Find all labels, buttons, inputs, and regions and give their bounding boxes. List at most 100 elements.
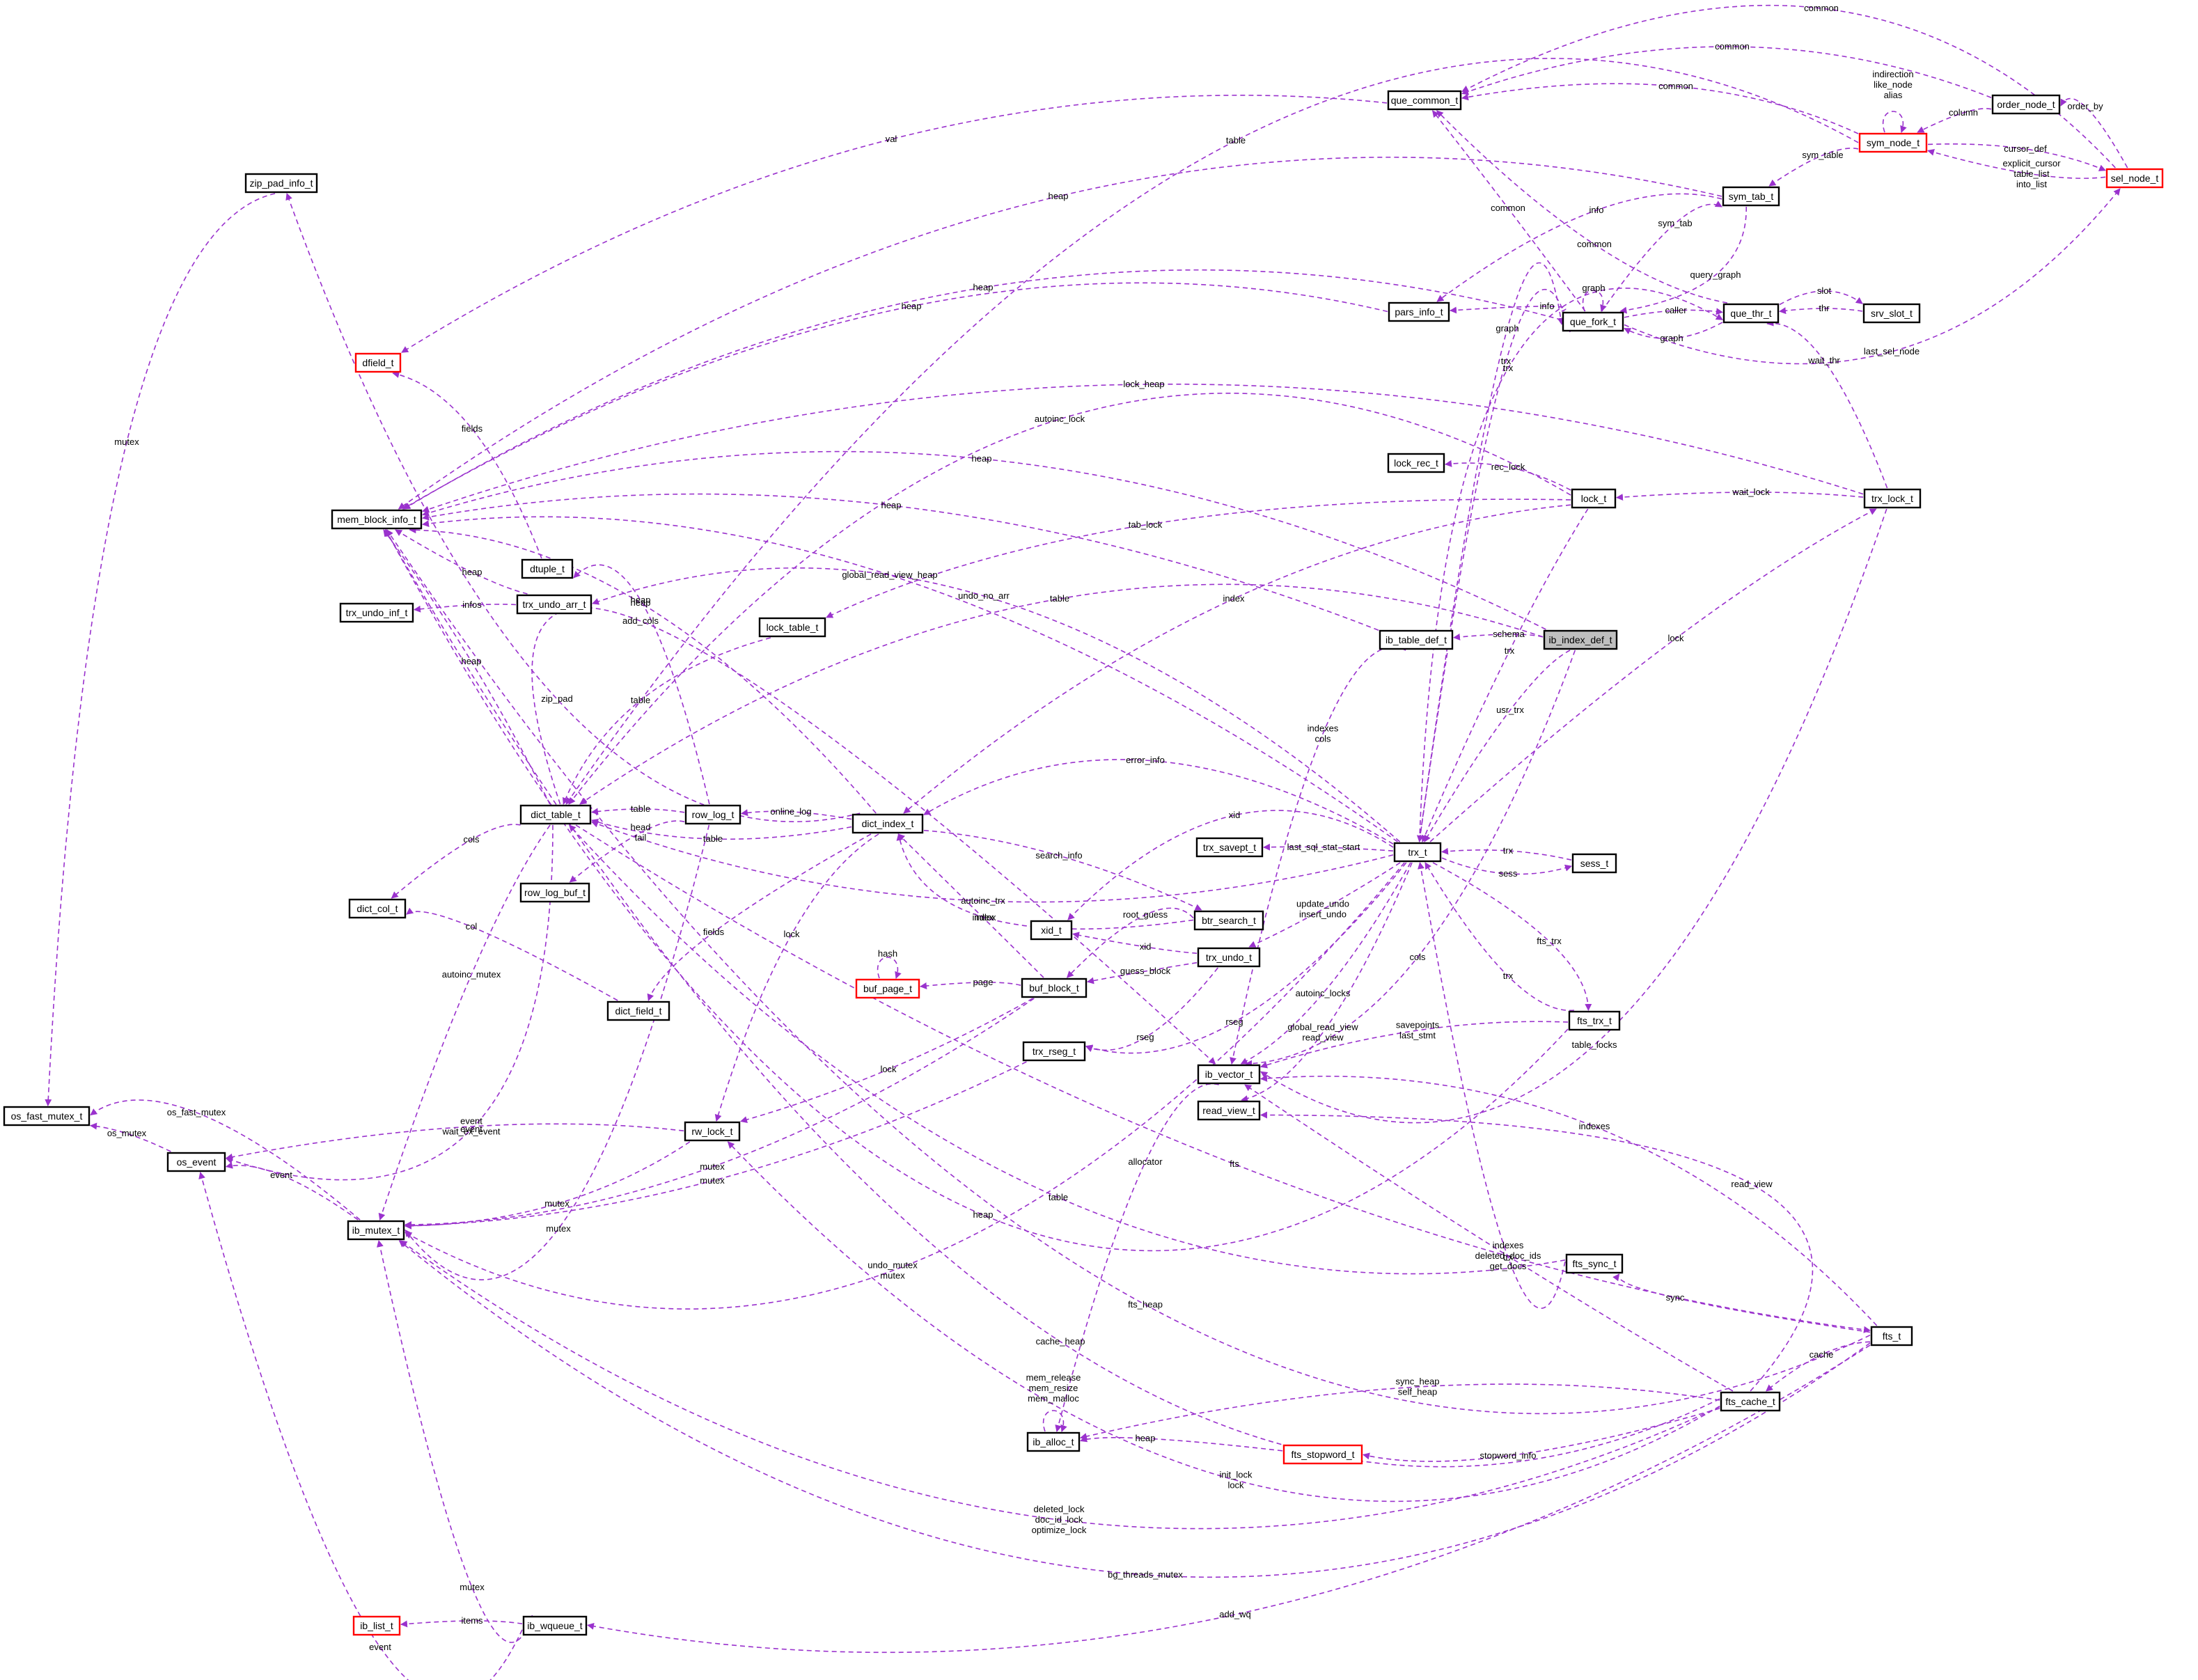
edge-lock-t-to-trx-t bbox=[1421, 508, 1589, 842]
node-que-thr-t[interactable]: que_thr_t bbox=[1722, 303, 1780, 324]
node-box bbox=[339, 602, 414, 623]
node-buf-block-t[interactable]: buf_block_t bbox=[1021, 978, 1088, 998]
edge-label: event bbox=[270, 1170, 292, 1180]
node-pars-info-t[interactable]: pars_info_t bbox=[1388, 301, 1450, 322]
node-label: ib_wqueue_t bbox=[527, 1620, 583, 1631]
node-que-fork-t[interactable]: que_fork_t bbox=[1562, 311, 1624, 332]
node-fts-sync-t[interactable]: fts_sync_t bbox=[1565, 1253, 1624, 1274]
edge-row-log-t-to-row-log-buf-t bbox=[569, 820, 685, 883]
node-label: buf_page_t bbox=[863, 983, 912, 994]
edge-label: sync bbox=[1666, 1292, 1685, 1303]
node-rw-lock-t[interactable]: rw_lock_t bbox=[684, 1121, 741, 1142]
edge-label: mutex bbox=[544, 1198, 570, 1209]
node-ib-mutex-t[interactable]: ib_mutex_t bbox=[347, 1220, 405, 1241]
node-buf-page-t[interactable]: buf_page_t bbox=[855, 978, 920, 999]
node-os-event[interactable]: os_event bbox=[166, 1152, 226, 1172]
node-dict-table-t[interactable]: dict_table_t bbox=[519, 804, 592, 825]
node-ib-index-def-t[interactable]: ib_index_def_t bbox=[1543, 629, 1618, 650]
edge-fts-cache-t-to-ib-alloc-t bbox=[1080, 1383, 1720, 1440]
node-box bbox=[1197, 1064, 1261, 1085]
edge-label: table bbox=[1050, 593, 1069, 604]
node-dfield-t[interactable]: dfield_t bbox=[354, 352, 402, 373]
node-sess-t[interactable]: sess_t bbox=[1571, 853, 1617, 874]
node-que-common-t[interactable]: que_common_t bbox=[1387, 90, 1462, 111]
node-sel-node-t[interactable]: sel_node_t bbox=[2105, 168, 2164, 189]
node-srv-slot-t[interactable]: srv_slot_t bbox=[1862, 303, 1921, 324]
node-dict-col-t[interactable]: dict_col_t bbox=[348, 898, 407, 919]
edge-label: schema bbox=[1493, 629, 1525, 639]
edge-label: like_node bbox=[1874, 79, 1913, 90]
node-fts-trx-t[interactable]: fts_trx_t bbox=[1568, 1010, 1621, 1031]
node-trx-rseg-t[interactable]: trx_rseg_t bbox=[1022, 1041, 1086, 1062]
node-btr-search-t[interactable]: btr_search_t bbox=[1193, 910, 1264, 931]
edge-label: trx bbox=[1503, 845, 1514, 856]
edge-lock-t-to-lock-rec-t bbox=[1445, 460, 1571, 491]
node-ib-vector-t[interactable]: ib_vector_t bbox=[1197, 1064, 1261, 1085]
node-sym-tab-t[interactable]: sym_tab_t bbox=[1722, 186, 1780, 207]
node-xid-t[interactable]: xid_t bbox=[1030, 920, 1073, 941]
edge-label: info bbox=[1589, 205, 1604, 215]
node-fts-t[interactable]: fts_t bbox=[1870, 1326, 1913, 1347]
node-box bbox=[1393, 842, 1442, 863]
node-ib-alloc-t[interactable]: ib_alloc_t bbox=[1026, 1431, 1081, 1452]
node-label: dict_index_t bbox=[862, 818, 914, 829]
node-dtuple-t[interactable]: dtuple_t bbox=[521, 558, 574, 579]
edge-sym-node-t-to-sel-node-t bbox=[1927, 143, 2106, 171]
edge-ib-table-def-t-to-mem-block-info-t bbox=[422, 493, 1379, 631]
node-os-fast-mutex-t[interactable]: os_fast_mutex_t bbox=[3, 1106, 91, 1126]
edge-label: trx bbox=[1505, 645, 1515, 656]
node-box bbox=[1562, 311, 1624, 332]
edge-label: zip_pad bbox=[541, 693, 573, 704]
edge-label: val bbox=[886, 134, 897, 144]
node-trx-savept-t[interactable]: trx_savept_t bbox=[1195, 837, 1264, 858]
node-label: os_fast_mutex_t bbox=[11, 1110, 83, 1122]
edge-que-thr-t-to-que-fork-t bbox=[1624, 322, 1723, 339]
edge-label: common bbox=[1658, 81, 1693, 91]
edge-label: guess_block bbox=[1120, 966, 1171, 976]
edge-label: heap bbox=[462, 656, 482, 666]
node-dict-field-t[interactable]: dict_field_t bbox=[606, 1000, 670, 1021]
node-ib-table-def-t[interactable]: ib_table_def_t bbox=[1379, 629, 1454, 650]
node-row-log-t[interactable]: row_log_t bbox=[684, 804, 741, 825]
edge-dict-index-t-to-mem-block-info-t bbox=[409, 526, 877, 814]
node-row-log-buf-t[interactable]: row_log_buf_t bbox=[519, 882, 590, 903]
node-box bbox=[1722, 186, 1780, 207]
node-dict-index-t[interactable]: dict_index_t bbox=[851, 813, 924, 834]
node-trx-undo-arr-t[interactable]: trx_undo_arr_t bbox=[516, 594, 592, 615]
node-lock-table-t[interactable]: lock_table_t bbox=[758, 617, 826, 638]
edge-ib-index-def-t-to-mem-block-info-t bbox=[422, 450, 1546, 630]
node-ib-list-t[interactable]: ib_list_t bbox=[352, 1615, 401, 1636]
edge-label: table_locks bbox=[1571, 1039, 1617, 1050]
node-trx-lock-t[interactable]: trx_lock_t bbox=[1863, 488, 1922, 509]
node-lock-t[interactable]: lock_t bbox=[1571, 488, 1617, 509]
node-fts-stopword-t[interactable]: fts_stopword_t bbox=[1282, 1444, 1363, 1465]
edge-label: read_view bbox=[1302, 1033, 1344, 1043]
node-order-node-t[interactable]: order_node_t bbox=[1991, 94, 2061, 115]
edge-fts-t-to-ib-vector-t bbox=[1260, 1074, 1878, 1326]
node-read-view-t[interactable]: read_view_t bbox=[1197, 1100, 1261, 1121]
edge-label: autoinc_lock bbox=[1035, 414, 1085, 424]
node-fts-cache-t[interactable]: fts_cache_t bbox=[1720, 1391, 1781, 1412]
edge-dict-table-t-to-ib-vector-t bbox=[531, 607, 1216, 1065]
node-sym-node-t[interactable]: sym_node_t bbox=[1858, 132, 1928, 153]
node-mem-block-info-t[interactable]: mem_block_info_t bbox=[331, 509, 423, 530]
node-ib-wqueue-t[interactable]: ib_wqueue_t bbox=[522, 1615, 588, 1636]
edge-label: graph bbox=[1660, 333, 1683, 343]
edge-trx-undo-arr-t-to-trx-undo-inf-t bbox=[414, 604, 517, 613]
edge-fts-sync-t-to-dict-table-t bbox=[569, 824, 1566, 1275]
edge-label: rec_lock bbox=[1491, 462, 1525, 472]
node-trx-undo-inf-t[interactable]: trx_undo_inf_t bbox=[339, 602, 414, 623]
node-zip-pad-info-t[interactable]: zip_pad_info_t bbox=[244, 173, 318, 194]
node-box bbox=[2105, 168, 2164, 189]
edge-ib-mutex-t-to-os-event bbox=[226, 1161, 359, 1220]
node-label: ib_table_def_t bbox=[1385, 634, 1447, 645]
edge-label: table bbox=[631, 695, 650, 705]
edge-label: add_wq bbox=[1219, 1609, 1251, 1619]
node-trx-undo-t[interactable]: trx_undo_t bbox=[1197, 947, 1261, 968]
node-lock-rec-t[interactable]: lock_rec_t bbox=[1387, 453, 1445, 473]
edge-label: autoinc_trx bbox=[961, 895, 1005, 906]
node-trx-t[interactable]: trx_t bbox=[1393, 842, 1442, 863]
edge-label: indirection bbox=[1872, 69, 1913, 79]
edge-label: alias bbox=[1884, 90, 1903, 100]
node-box bbox=[1565, 1253, 1624, 1274]
